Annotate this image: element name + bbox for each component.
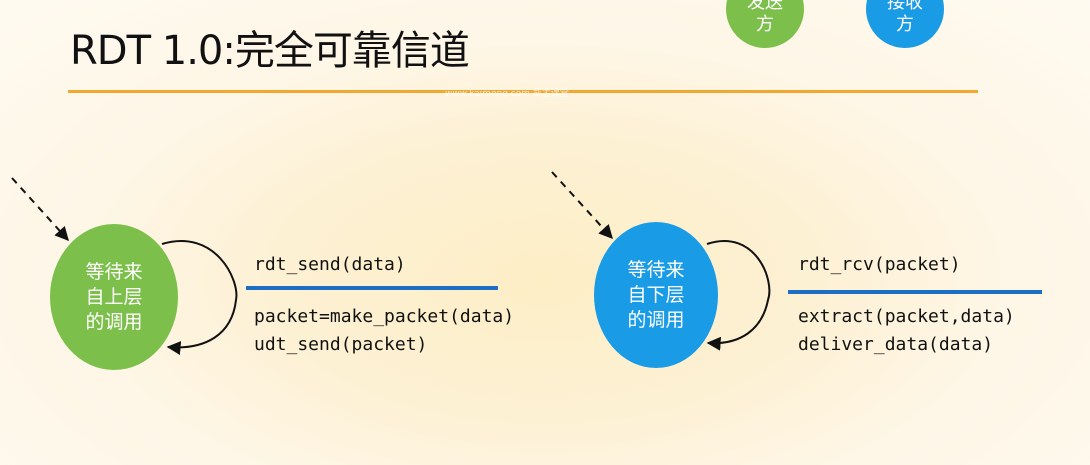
receiver-action-bar xyxy=(788,290,1042,294)
sender-badge-line1: 发送 xyxy=(747,0,783,13)
receiver-badge-line2: 方 xyxy=(896,14,914,35)
sender-state-line2: 自上层 xyxy=(85,285,143,308)
receiver-event: rdt_rcv(packet) xyxy=(798,254,961,275)
sender-state-line1: 等待来 xyxy=(85,260,143,283)
sender-action-1: packet=make_packet(data) xyxy=(254,306,515,327)
sender-self-loop xyxy=(161,240,238,355)
sender-wait-state: 等待来 自上层 的调用 xyxy=(50,224,178,370)
sender-event: rdt_send(data) xyxy=(254,254,406,275)
receiver-badge-line1: 接收 xyxy=(887,0,923,13)
sender-badge-line2: 方 xyxy=(756,14,774,35)
sender-state-line3: 的调用 xyxy=(85,310,143,333)
receiver-action-2: deliver_data(data) xyxy=(798,334,994,355)
sender-action-2: udt_send(packet) xyxy=(254,334,428,355)
sender-action-bar xyxy=(246,286,498,290)
receiver-initial-arrow xyxy=(551,171,613,240)
receiver-self-loop xyxy=(706,240,771,351)
sender-initial-arrow xyxy=(11,177,69,242)
slide-title: RDT 1.0:完全可靠信道 xyxy=(70,28,470,74)
receiver-action-1: extract(packet,data) xyxy=(798,306,1015,327)
receiver-state-line2: 自下层 xyxy=(627,283,685,306)
title-underline xyxy=(68,90,978,93)
watermark: www.kaimeng.com 凯孟课堂 xyxy=(445,89,569,99)
receiver-state-line3: 的调用 xyxy=(627,308,685,331)
receiver-wait-state: 等待来 自下层 的调用 xyxy=(594,222,718,368)
receiver-state-line1: 等待来 xyxy=(627,258,685,281)
